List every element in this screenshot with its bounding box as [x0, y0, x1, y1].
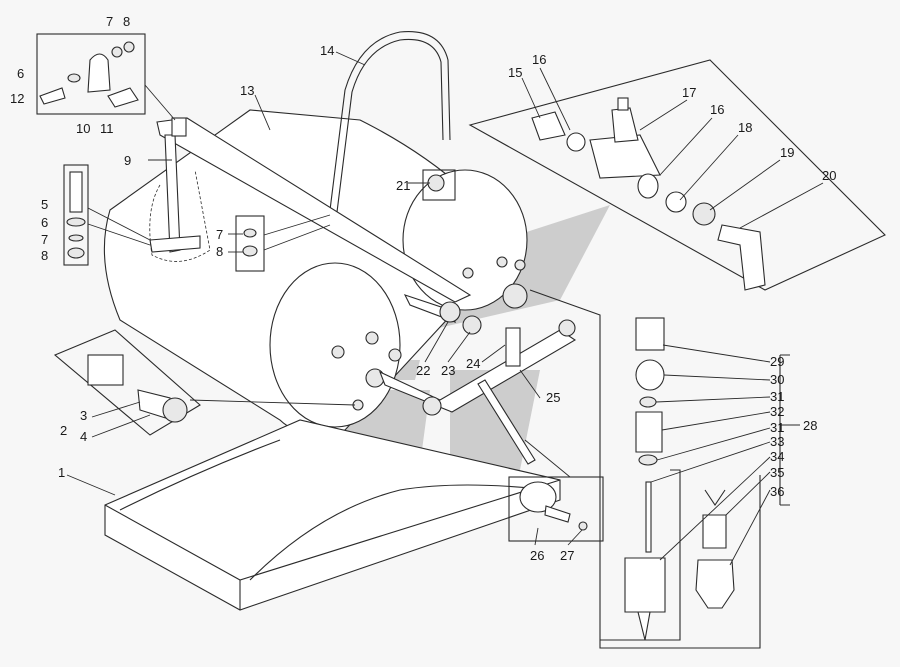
label-22: 22 — [416, 363, 430, 378]
label-24: 24 — [466, 356, 480, 371]
label-31b: 31 — [770, 420, 784, 435]
label-9: 9 — [124, 153, 131, 168]
label-11: 11 — [100, 121, 114, 136]
label-14: 14 — [320, 43, 334, 58]
mid-fastener-stack — [235, 215, 265, 272]
label-2: 2 — [60, 423, 67, 438]
label-7c: 7 — [216, 227, 223, 242]
label-31a: 31 — [770, 389, 784, 404]
label-16a: 16 — [532, 52, 546, 67]
label-8c: 8 — [216, 244, 223, 259]
label-29: 29 — [770, 354, 784, 369]
label-21: 21 — [396, 178, 410, 193]
label-3: 3 — [80, 408, 87, 423]
label-1: 1 — [58, 465, 65, 480]
leader-lines — [66, 51, 824, 566]
label-28: 28 — [803, 418, 817, 433]
label-34: 34 — [770, 449, 784, 464]
label-26: 26 — [530, 548, 544, 563]
label-6a: 6 — [17, 66, 24, 81]
label-23: 23 — [441, 363, 455, 378]
frame — [104, 419, 561, 611]
label-12: 12 — [10, 91, 24, 106]
label-32: 32 — [770, 404, 784, 419]
label-5: 5 — [41, 197, 48, 212]
inset-clamp-group — [36, 33, 176, 121]
label-13: 13 — [240, 83, 254, 98]
label-17: 17 — [682, 85, 696, 100]
pressure-gauge — [508, 439, 604, 542]
label-6b: 6 — [41, 215, 48, 230]
label-20: 20 — [822, 168, 836, 183]
label-4: 4 — [80, 429, 87, 444]
valve-assembly — [529, 289, 800, 649]
inset-valve-group — [468, 59, 886, 291]
tank-strap — [329, 31, 451, 213]
label-8a: 8 — [123, 14, 130, 29]
label-19: 19 — [780, 145, 794, 160]
label-8b: 8 — [41, 248, 48, 263]
label-7b: 7 — [41, 232, 48, 247]
drain-valve-group — [53, 329, 201, 436]
label-7a: 7 — [106, 14, 113, 29]
label-35: 35 — [770, 465, 784, 480]
tank-bracket — [149, 117, 472, 303]
left-fastener-stack — [63, 164, 211, 266]
receiver-tank — [103, 109, 528, 434]
label-27: 27 — [560, 548, 574, 563]
label-15: 15 — [508, 65, 522, 80]
label-25: 25 — [546, 390, 560, 405]
callout-labels: 1 2 3 4 5 6 7 8 6 7 8 12 10 11 9 13 14 7… — [10, 14, 836, 563]
label-33: 33 — [770, 434, 784, 449]
label-10: 10 — [76, 121, 90, 136]
label-16b: 16 — [710, 102, 724, 117]
label-30: 30 — [770, 372, 784, 387]
label-36: 36 — [770, 484, 784, 499]
plug-box — [422, 169, 456, 201]
label-18: 18 — [738, 120, 752, 135]
piping — [378, 174, 577, 465]
